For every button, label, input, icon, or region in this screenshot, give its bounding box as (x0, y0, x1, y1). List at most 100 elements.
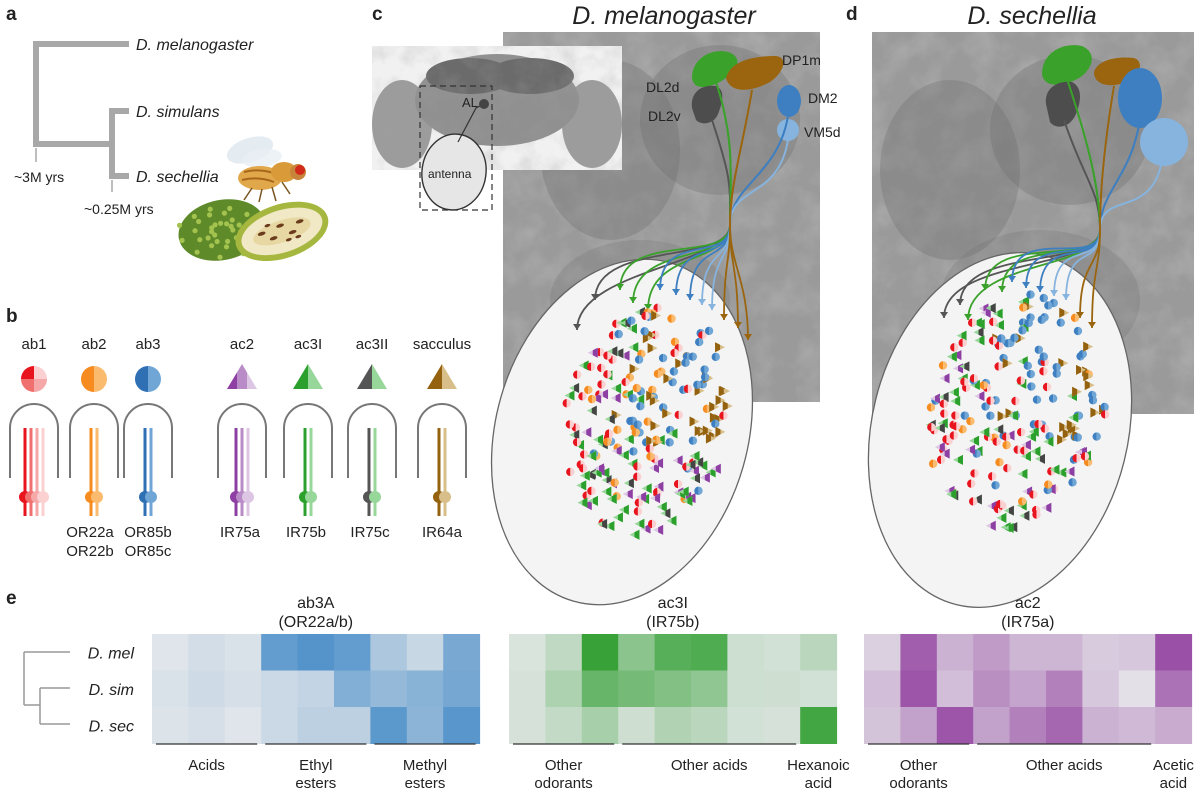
heatmap-cell (973, 670, 1011, 708)
heatmap-cell (443, 634, 481, 671)
heatmap-cell (900, 670, 938, 708)
sensillum-dot (578, 392, 583, 401)
receptor-label: IR75b (286, 524, 326, 541)
heatmap-cell (334, 634, 371, 671)
sensillum-dot (683, 384, 688, 394)
sensillum-dot (597, 380, 602, 389)
sensillum-dot (942, 435, 947, 444)
sensillum-dot (1032, 395, 1037, 404)
axon-terminal (734, 322, 742, 328)
sensillum-icon-ac3II (372, 364, 387, 389)
heatmap-cell (1082, 707, 1120, 744)
heatmap-cell (224, 670, 262, 708)
heatmap-cell (334, 707, 371, 744)
sensillum-dot (1032, 510, 1037, 519)
heatmap-cell (654, 670, 692, 708)
sensillum-dot (927, 423, 932, 432)
sensillum-dot (688, 352, 693, 361)
receptor-label: OR85c (125, 543, 172, 560)
heatmap-title: ab3A (297, 595, 335, 612)
panel-c-title: D. melanogaster (572, 2, 757, 30)
panel-label-d: d (846, 4, 858, 25)
heatmap-cell (297, 634, 335, 671)
sensillum-dot (628, 416, 633, 425)
heatmap-cell (800, 634, 838, 671)
group-label-line2: acid (805, 775, 833, 792)
receptor-label: IR75c (350, 524, 390, 541)
sensillum-dot (586, 362, 592, 371)
heatmap-cell (188, 707, 226, 744)
group-label: Other (545, 757, 583, 774)
species-label-melanogaster: D. melanogaster (136, 37, 254, 54)
sensillum-dot (1073, 326, 1078, 336)
sensillum-dot (702, 404, 707, 414)
heatmap-cell (618, 670, 656, 708)
sensillum-dot (1018, 326, 1023, 335)
heatmap-cell (763, 670, 801, 708)
sensillum-dot (997, 334, 1002, 343)
axon-terminal (1088, 322, 1096, 328)
sensillum-dot (608, 331, 613, 340)
sensillum-dot (1056, 318, 1061, 327)
heatmap-cell (443, 707, 481, 744)
glom-label-dm2: DM2 (808, 90, 838, 106)
sensillum-dot (587, 394, 593, 404)
sensillum-dot (1018, 318, 1024, 327)
glomerulus-dm2 (1118, 68, 1162, 128)
sensillum-label: ac3II (356, 336, 389, 353)
sensillum-dot (999, 353, 1004, 363)
heatmap-cell (727, 707, 765, 744)
sensillum-dot (950, 343, 955, 352)
sensillum-dot (1100, 410, 1106, 419)
group-label: Hexanoic (787, 757, 850, 774)
heatmap-cell (581, 707, 619, 744)
heatmap-cell (370, 707, 408, 744)
axon-terminal (1022, 282, 1030, 288)
sensillum-dot (580, 450, 585, 459)
sensillum-dot (679, 385, 684, 394)
heatmap-cell (545, 634, 583, 671)
axon-terminal (686, 294, 694, 300)
sensillum-dot (951, 411, 956, 420)
sensillum-icon-ac3II (357, 364, 372, 389)
sensillum-dot (587, 486, 592, 496)
neuron-soma (369, 491, 381, 503)
sensillum-dot (1080, 452, 1085, 461)
sensillum-dot (642, 438, 647, 447)
species-row-label: D. sim (89, 682, 134, 699)
axon-terminal (1036, 286, 1044, 292)
heatmap-cell (370, 670, 408, 708)
panel-label-e: e (6, 588, 17, 609)
sensillum-dot (960, 377, 965, 386)
sensillum-dot (995, 499, 1001, 509)
group-label-line2: odorants (889, 775, 947, 792)
axon-terminal (720, 314, 728, 320)
axon-terminal (744, 334, 752, 340)
sensillum-dot (986, 411, 991, 420)
heatmap-cell (936, 634, 974, 671)
sensillum-dot (1029, 420, 1034, 429)
sensillum-dot (658, 353, 664, 363)
heatmap-cell (691, 707, 728, 744)
neuron-soma (145, 491, 157, 503)
sensillum-dot (1042, 382, 1048, 392)
sensillum-label: ab3 (135, 336, 160, 353)
heatmap-cell (1046, 634, 1083, 671)
sensillum-dot (938, 361, 944, 370)
sensillum-dot (614, 329, 619, 339)
sensillum-dot (1019, 303, 1024, 312)
heatmap-cell (727, 670, 765, 708)
heatmap-cell (618, 707, 656, 744)
sensillum-dot (665, 425, 671, 435)
sensillum-hair (347, 403, 397, 478)
sensillum-dot (566, 467, 571, 477)
glomerulus-vm5d (777, 119, 799, 141)
sensillum-icon-ab1 (21, 366, 34, 379)
panel-label-a: a (6, 4, 17, 25)
axon-terminal (1050, 290, 1058, 296)
glomerulus-vm5d (1140, 118, 1188, 166)
sensillum-dot (1070, 313, 1076, 323)
